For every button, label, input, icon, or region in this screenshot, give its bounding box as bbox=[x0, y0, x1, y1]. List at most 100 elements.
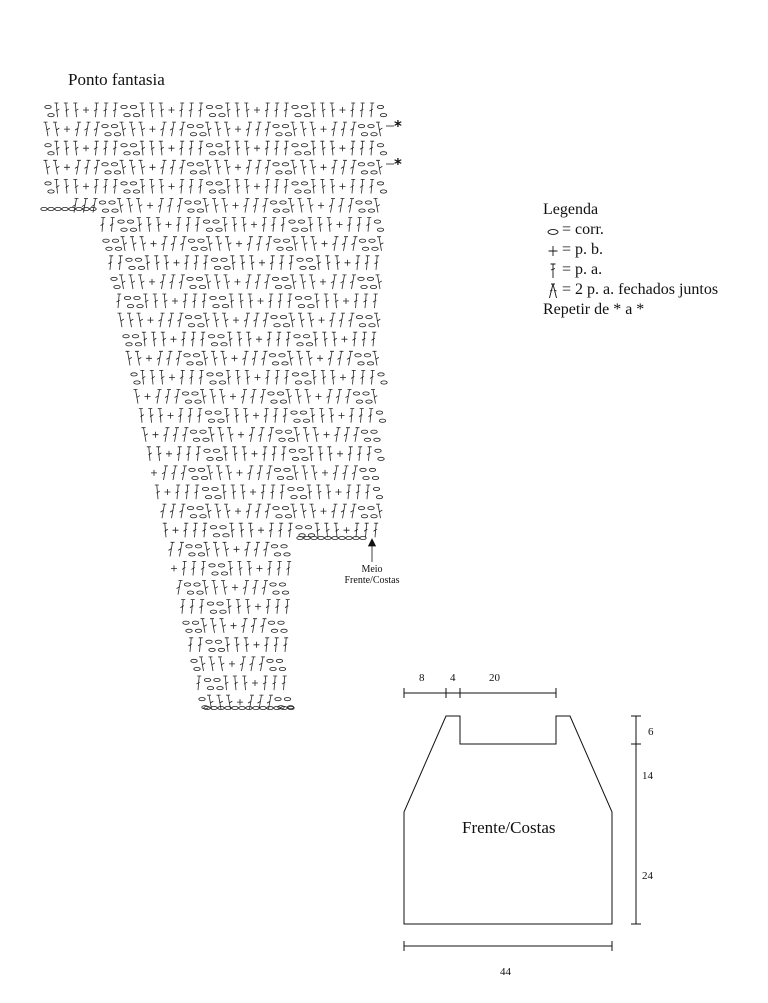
double-crochet-stitch bbox=[205, 121, 212, 137]
single-crochet-stitch bbox=[232, 584, 238, 591]
double-crochet-stitch bbox=[255, 503, 262, 519]
double-crochet-stitch bbox=[292, 465, 299, 481]
double-crochet-stitch bbox=[227, 427, 234, 442]
chain-stitch bbox=[273, 552, 282, 557]
double-crochet-stitch bbox=[276, 331, 282, 347]
double-crochet-stitch bbox=[158, 179, 165, 194]
single-crochet-stitch bbox=[254, 374, 261, 381]
double-crochet-stitch bbox=[307, 198, 314, 213]
chain-stitch bbox=[282, 323, 291, 328]
chain-stitch bbox=[214, 639, 223, 644]
double-crochet-stitch bbox=[234, 179, 241, 194]
double-crochet-stitch bbox=[204, 274, 212, 290]
double-crochet-stitch bbox=[346, 484, 352, 500]
double-crochet-stitch bbox=[253, 312, 260, 328]
double-crochet-stitch bbox=[287, 350, 294, 366]
double-crochet-stitch bbox=[222, 541, 230, 557]
double-crochet-stitch bbox=[176, 198, 183, 213]
chain-stitch bbox=[276, 246, 284, 251]
double-crochet-stitch bbox=[179, 370, 185, 385]
double-crochet-stitch bbox=[135, 350, 142, 366]
chain-stitch bbox=[352, 536, 360, 541]
chain-stitch bbox=[123, 189, 131, 194]
double-crochet-stitch bbox=[369, 102, 375, 118]
double-crochet-stitch bbox=[125, 350, 133, 366]
chain-stitch bbox=[113, 170, 122, 175]
chart-row bbox=[182, 618, 288, 633]
double-crochet-stitch bbox=[320, 370, 327, 385]
double-crochet-stitch bbox=[200, 331, 206, 347]
double-crochet-stitch bbox=[293, 427, 301, 442]
double-crochet-stitch bbox=[348, 312, 355, 328]
double-crochet-stitch bbox=[187, 408, 193, 423]
double-crochet-stitch bbox=[325, 255, 331, 270]
chain-stitch bbox=[113, 132, 122, 137]
double-crochet-stitch bbox=[162, 522, 169, 538]
chain-stitch bbox=[208, 563, 216, 568]
chain-stitch bbox=[376, 105, 385, 110]
double-crochet-stitch bbox=[350, 159, 357, 175]
double-crochet-stitch bbox=[177, 541, 184, 557]
single-crochet-stitch bbox=[320, 278, 326, 285]
chain-stitch bbox=[191, 620, 200, 625]
chain-stitch bbox=[317, 536, 325, 541]
chain-stitch bbox=[122, 334, 130, 339]
double-crochet-stitch bbox=[309, 503, 317, 519]
double-crochet-stitch bbox=[54, 140, 60, 156]
chain-stitch bbox=[294, 151, 302, 156]
chain-stitch bbox=[210, 257, 219, 262]
double-crochet-stitch bbox=[127, 312, 134, 328]
double-crochet-stitch bbox=[350, 370, 356, 385]
chain-stitch bbox=[186, 276, 194, 281]
chart-row bbox=[100, 217, 385, 232]
double-crochet-stitch bbox=[180, 236, 187, 251]
double-crochet-stitch bbox=[103, 140, 109, 156]
chain-stitch bbox=[294, 113, 302, 118]
double-crochet-stitch bbox=[290, 121, 298, 137]
double-crochet-stitch bbox=[369, 179, 375, 194]
chain-stitch bbox=[218, 113, 226, 118]
double-crochet-stitch bbox=[169, 121, 176, 137]
chain-stitch bbox=[279, 200, 287, 205]
chain-stitch bbox=[380, 380, 388, 385]
double-crochet-stitch bbox=[143, 293, 149, 309]
chain-stitch bbox=[189, 284, 197, 289]
single-crochet-stitch bbox=[320, 126, 327, 133]
double-crochet-stitch bbox=[212, 312, 220, 328]
chain-stitch bbox=[278, 437, 286, 442]
double-crochet-stitch bbox=[63, 140, 70, 156]
chain-stitch bbox=[183, 353, 191, 358]
chain-stitch bbox=[183, 582, 192, 587]
chain-stitch bbox=[285, 246, 294, 251]
chain-stitch bbox=[284, 514, 293, 519]
single-crochet-stitch bbox=[257, 298, 264, 304]
single-crochet-stitch bbox=[165, 221, 172, 228]
chain-stitch bbox=[89, 206, 97, 211]
chain-stitch bbox=[208, 151, 217, 156]
single-crochet-stitch bbox=[343, 298, 349, 304]
chart-row bbox=[117, 312, 381, 328]
double-crochet-stitch bbox=[350, 121, 357, 137]
double-crochet-stitch bbox=[329, 179, 336, 194]
double-crochet-stitch bbox=[310, 236, 318, 251]
double-crochet-stitch bbox=[224, 159, 231, 175]
double-crochet-stitch bbox=[230, 484, 237, 500]
chain-stitch bbox=[189, 170, 198, 175]
double-crochet-stitch bbox=[282, 408, 288, 423]
chain-stitch bbox=[365, 315, 373, 320]
double-crochet-stitch bbox=[261, 350, 268, 366]
double-crochet-stitch bbox=[255, 159, 262, 175]
chain-stitch bbox=[219, 609, 227, 614]
double-crochet-stitch bbox=[353, 427, 360, 442]
single-crochet-stitch bbox=[315, 393, 322, 400]
double-crochet-stitch bbox=[269, 255, 275, 270]
chain-stitch bbox=[296, 536, 304, 541]
chain-stitch bbox=[357, 124, 366, 129]
chain-stitch bbox=[206, 686, 215, 691]
single-crochet-stitch bbox=[251, 221, 257, 228]
double-crochet-stitch bbox=[208, 656, 216, 672]
chain-stitch bbox=[211, 486, 219, 491]
chain-stitch bbox=[355, 200, 363, 205]
double-crochet-stitch bbox=[278, 522, 284, 538]
chain-stitch bbox=[304, 295, 312, 300]
